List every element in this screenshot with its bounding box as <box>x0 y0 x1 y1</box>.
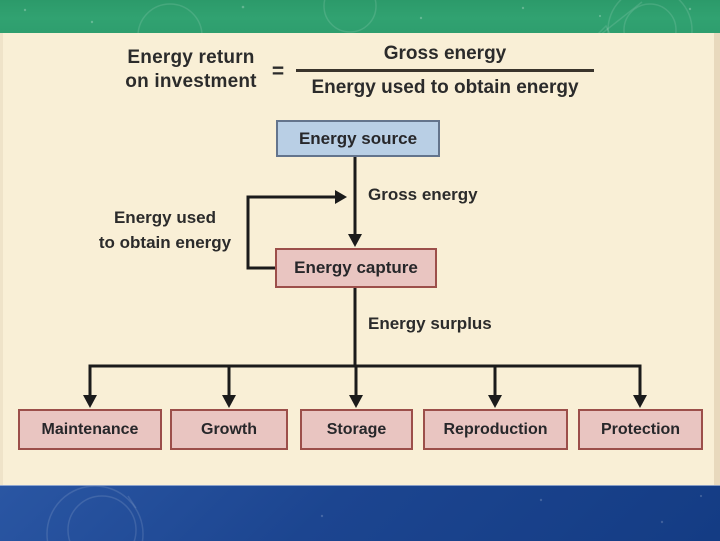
compass-decoration-top <box>23 0 693 33</box>
box-protection: Protection <box>578 409 703 450</box>
slide-canvas: Energy return on investment = Gross ener… <box>0 33 720 485</box>
formula-lhs-line2: on investment <box>125 71 257 92</box>
box-storage: Storage <box>300 409 413 450</box>
box-growth: Growth <box>170 409 288 450</box>
fraction-numerator: Gross energy <box>383 43 507 64</box>
top-background-band <box>0 0 720 33</box>
formula-lhs: Energy return on investment <box>115 46 267 94</box>
box-energy-source: Energy source <box>276 120 440 157</box>
circle-decoration-bottom <box>46 486 703 541</box>
label-energy-used-line2: to obtain energy <box>98 233 232 252</box>
fraction-bar <box>296 69 594 72</box>
bottom-background-band <box>0 485 720 541</box>
box-storage-label: Storage <box>326 420 387 438</box>
box-reproduction-label: Reproduction <box>443 420 548 438</box>
equals-sign: = <box>271 60 285 83</box>
box-energy-source-label: Energy source <box>298 128 418 148</box>
formula-fraction: Gross energy Energy used to obtain energ… <box>296 42 594 100</box>
box-maintenance-label: Maintenance <box>41 420 139 438</box>
label-gross-energy: Gross energy <box>368 185 478 204</box>
label-energy-used: Energy used to obtain energy <box>85 205 245 255</box>
fraction-denominator: Energy used to obtain energy <box>311 77 579 98</box>
box-energy-capture: Energy capture <box>275 248 437 288</box>
label-energy-surplus: Energy surplus <box>368 314 492 333</box>
slide-right-edge <box>714 33 720 485</box>
label-energy-used-line1: Energy used <box>113 208 217 227</box>
box-reproduction: Reproduction <box>423 409 568 450</box>
box-growth-label: Growth <box>201 420 257 438</box>
formula-lhs-line1: Energy return <box>127 47 255 68</box>
slide-left-edge <box>0 33 3 485</box>
box-maintenance: Maintenance <box>18 409 162 450</box>
box-protection-label: Protection <box>600 420 681 438</box>
flowchart-connectors <box>83 155 647 408</box>
box-energy-capture-label: Energy capture <box>294 258 418 277</box>
